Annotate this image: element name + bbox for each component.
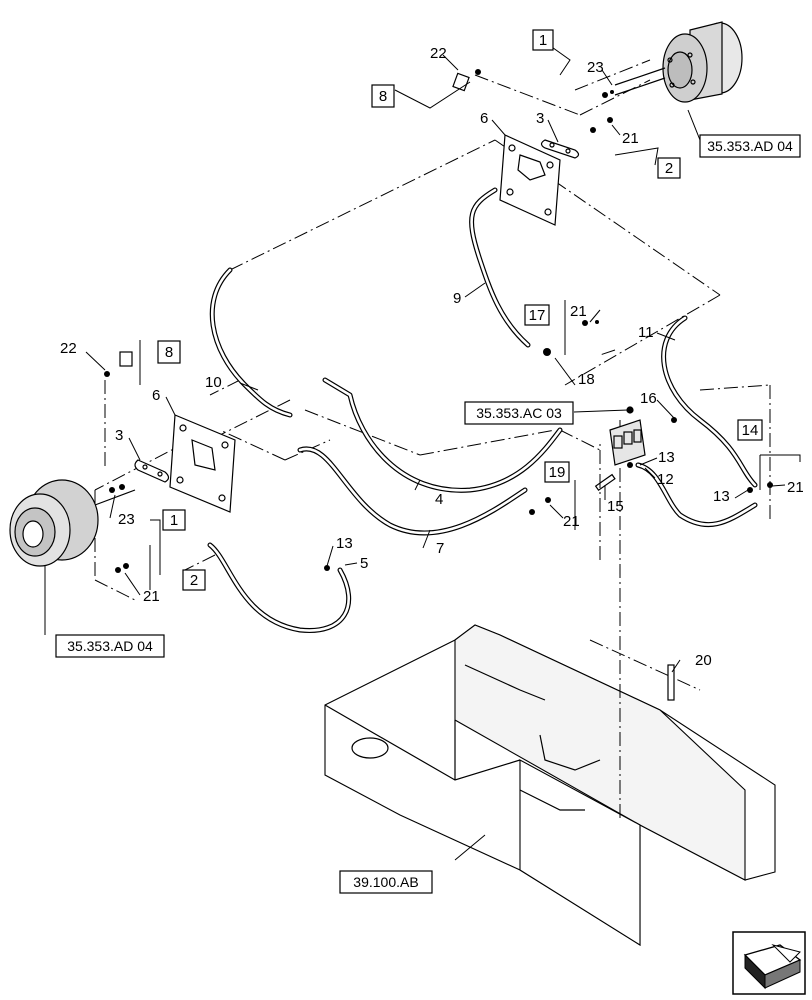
- svg-text:13: 13: [658, 449, 675, 466]
- svg-text:22: 22: [60, 340, 77, 357]
- callout-box-17: 17: [524, 304, 550, 326]
- callout-box-2-left: 2: [182, 569, 206, 591]
- svg-text:19: 19: [549, 464, 566, 481]
- reference-valve[interactable]: 35.353.AC 03: [464, 401, 574, 425]
- svg-text:21: 21: [570, 303, 587, 320]
- svg-text:15: 15: [607, 498, 624, 515]
- mounting-plate-right: [499, 134, 561, 226]
- svg-text:39.100.AB: 39.100.AB: [353, 874, 418, 890]
- svg-text:13: 13: [713, 488, 730, 505]
- svg-text:35.353.AC 03: 35.353.AC 03: [476, 405, 562, 421]
- svg-text:35.353.AD 04: 35.353.AD 04: [707, 138, 793, 154]
- gasket-left: [134, 459, 170, 483]
- assembly-lines: [94, 59, 771, 820]
- svg-text:6: 6: [480, 110, 488, 127]
- callout-box-14: 14: [737, 419, 763, 441]
- svg-text:17: 17: [529, 307, 546, 324]
- svg-text:12: 12: [657, 471, 674, 488]
- callout-box-8-left: 8: [157, 340, 181, 364]
- svg-text:3: 3: [115, 427, 123, 444]
- gasket-right: [540, 139, 580, 159]
- svg-text:6: 6: [152, 387, 160, 404]
- svg-text:9: 9: [453, 290, 461, 307]
- callout-box-19: 19: [544, 461, 570, 483]
- callout-box-8-right: 8: [371, 84, 395, 108]
- svg-text:2: 2: [190, 572, 198, 589]
- callout-box-1-right: 1: [532, 29, 554, 51]
- svg-text:23: 23: [587, 59, 604, 76]
- callout-labels: 22 23 21 6 3 9 21 11 18 16 13 12 13 21 1…: [60, 45, 804, 669]
- svg-text:5: 5: [360, 555, 368, 572]
- svg-text:20: 20: [695, 652, 712, 669]
- svg-text:8: 8: [379, 88, 387, 105]
- svg-text:8: 8: [165, 344, 173, 361]
- chassis-frame: [324, 624, 776, 946]
- svg-text:11: 11: [638, 324, 654, 341]
- svg-text:18: 18: [578, 371, 595, 388]
- svg-text:13: 13: [336, 535, 353, 552]
- svg-text:3: 3: [536, 110, 544, 127]
- drive-motor-right: [614, 21, 743, 103]
- svg-text:16: 16: [640, 390, 657, 407]
- svg-text:4: 4: [435, 491, 443, 508]
- callout-box-2-right: 2: [657, 157, 681, 179]
- hoses: [207, 187, 758, 634]
- svg-text:21: 21: [143, 588, 160, 605]
- svg-text:21: 21: [787, 479, 804, 496]
- svg-text:21: 21: [563, 513, 580, 530]
- valve-block: [609, 406, 646, 466]
- svg-text:21: 21: [622, 130, 639, 147]
- fittings: [104, 69, 773, 701]
- svg-text:14: 14: [742, 422, 759, 439]
- svg-text:35.353.AD 04: 35.353.AD 04: [67, 638, 153, 654]
- reference-motor-left[interactable]: 35.353.AD 04: [55, 634, 165, 658]
- direction-arrow-icon: [732, 931, 806, 995]
- reference-frame[interactable]: 39.100.AB: [339, 870, 433, 894]
- reference-motor-right[interactable]: 35.353.AD 04: [699, 134, 801, 158]
- mounting-plate-left: [169, 414, 236, 513]
- svg-text:1: 1: [170, 512, 178, 529]
- callout-box-1-left: 1: [162, 509, 186, 531]
- drive-motor-left: [9, 479, 136, 567]
- svg-text:23: 23: [118, 511, 135, 528]
- svg-text:2: 2: [665, 160, 673, 177]
- svg-text:7: 7: [436, 540, 444, 557]
- svg-text:10: 10: [205, 374, 222, 391]
- svg-text:22: 22: [430, 45, 447, 62]
- svg-text:1: 1: [539, 32, 547, 49]
- leader-lines: [44, 39, 801, 861]
